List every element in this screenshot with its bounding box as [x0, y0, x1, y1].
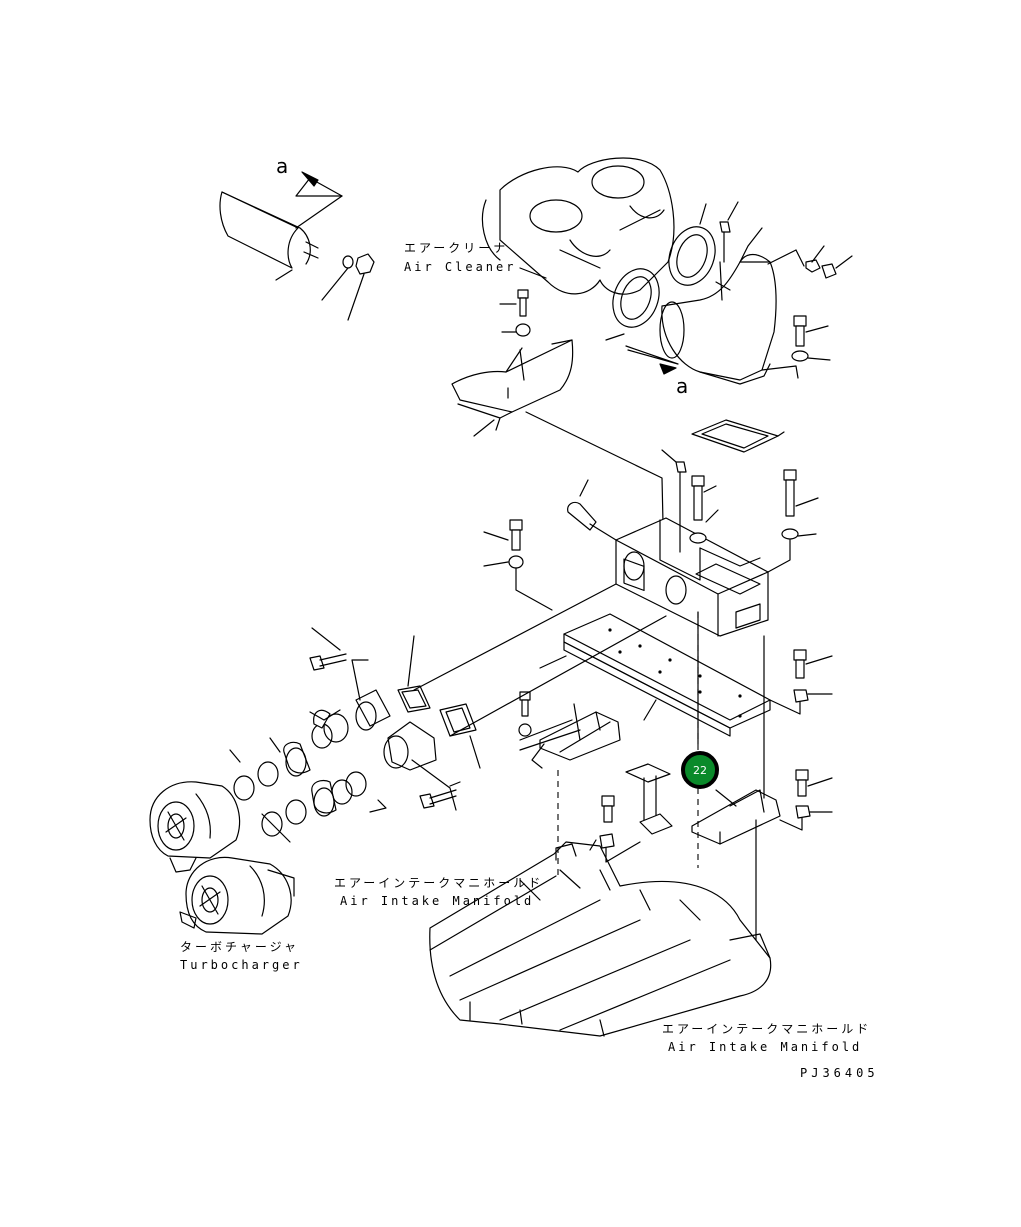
drawing-code: PJ36405	[800, 1066, 879, 1080]
elbow-duct	[659, 253, 799, 385]
turbocharger-1	[149, 781, 241, 873]
hose-clamps	[229, 709, 387, 843]
mounting-plate	[539, 613, 771, 737]
air-intake-manifold-lower	[429, 839, 772, 1037]
view-a-label-top: a	[276, 154, 289, 178]
turbocharger-label-jp: ターボチャージャ	[180, 940, 300, 954]
lower-bracket	[691, 789, 781, 845]
manifold-label-en-center: Air Intake Manifold	[340, 894, 535, 908]
flange-gasket-left	[397, 635, 481, 769]
manifold-label-en-lower: Air Intake Manifold	[668, 1040, 863, 1054]
arrow-a-top	[301, 171, 343, 197]
turbocharger-2	[179, 856, 295, 935]
elbow-pipe-left	[351, 659, 457, 811]
view-a-label-mid: a	[676, 374, 689, 398]
manifold-label-jp-lower: エアーインテークマニホールド	[662, 1022, 872, 1036]
bolt-left	[309, 627, 461, 809]
gasket-round-1	[605, 268, 660, 341]
support-bracket	[451, 289, 665, 569]
spacer-pipe	[599, 763, 673, 863]
turbocharger-label-en: Turbocharger	[180, 958, 303, 972]
washer-nut-top	[321, 253, 375, 321]
air-cleaner-label-en: Air Cleaner	[404, 260, 517, 274]
gasket-square-top	[691, 419, 785, 453]
bolts-box	[483, 449, 819, 611]
air-cleaner	[481, 157, 675, 295]
gasket-round-2	[668, 203, 716, 286]
leader-lines	[413, 583, 765, 941]
arrow-a-mid	[625, 345, 679, 375]
bolts-right	[769, 649, 833, 831]
bolt-washer-right-top	[791, 315, 831, 362]
intake-box	[615, 517, 769, 637]
duct-pipe-left	[219, 177, 343, 281]
bolts-elbow	[719, 201, 853, 279]
part-callout-22[interactable]: 22	[681, 751, 719, 789]
manifold-label-jp-center: エアーインテークマニホールド	[334, 876, 544, 890]
part-callout-number: 22	[693, 763, 707, 777]
small-bracket	[518, 691, 621, 761]
sensor	[567, 479, 617, 541]
air-cleaner-label-jp: エアークリーナ	[404, 241, 509, 255]
